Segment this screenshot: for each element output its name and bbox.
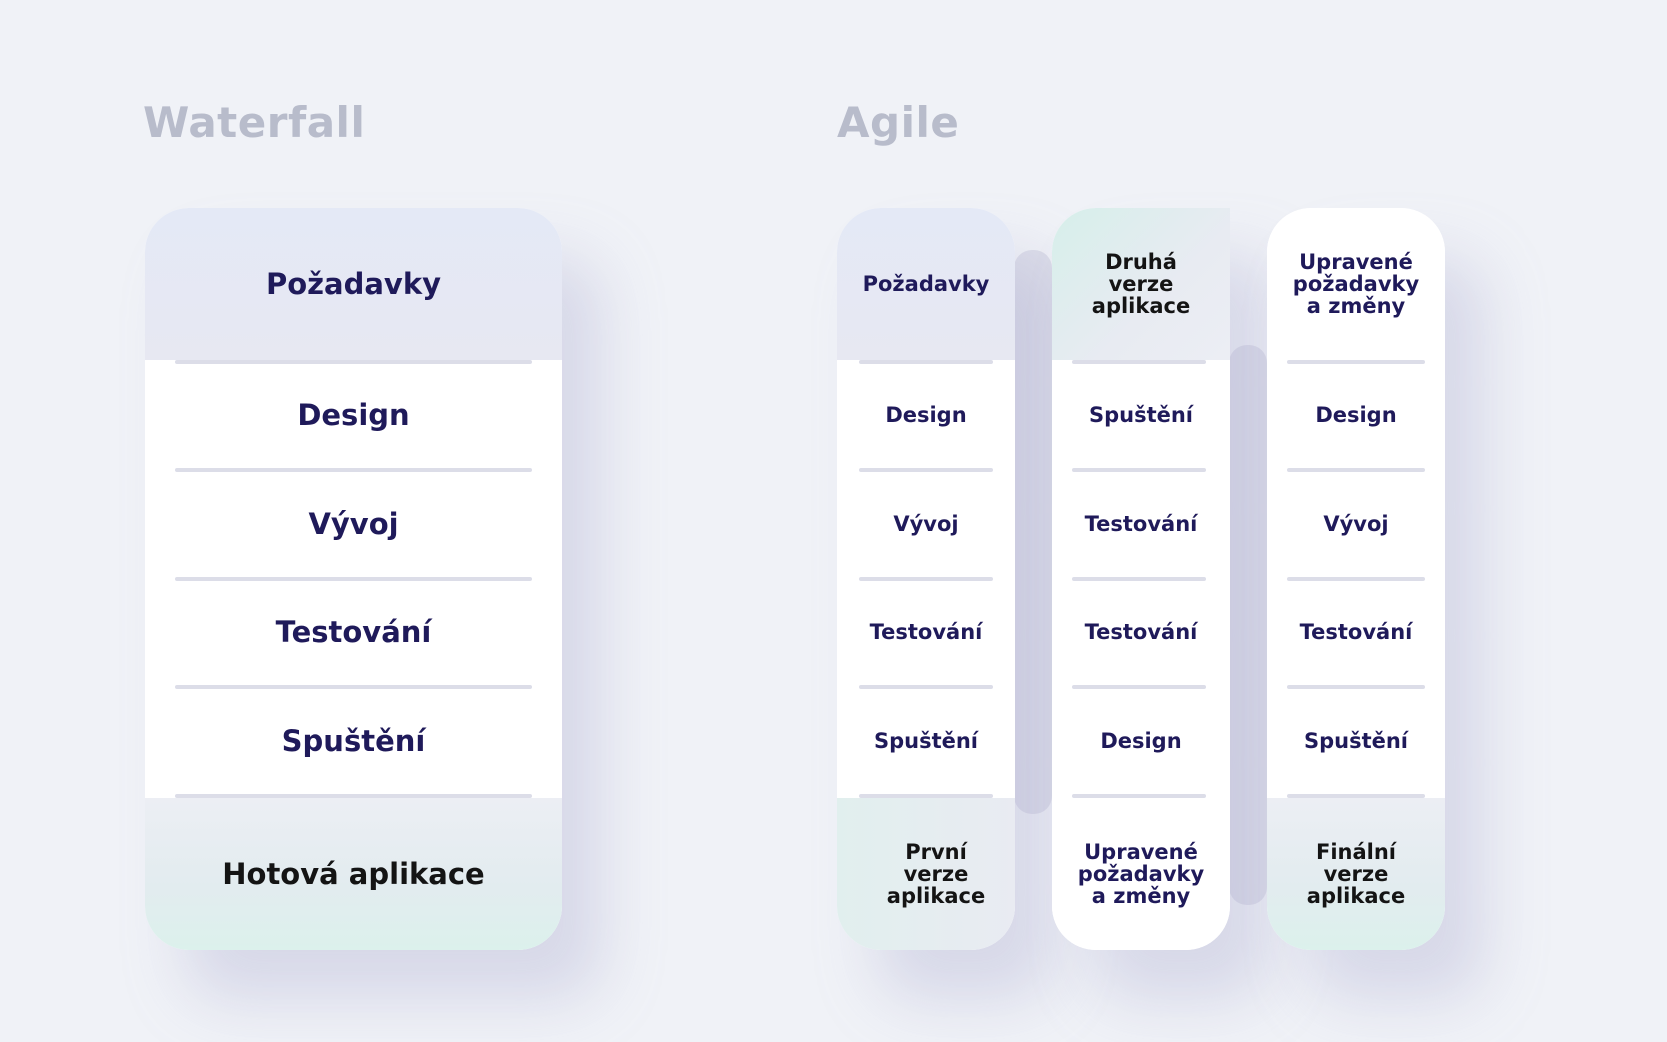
divider xyxy=(175,468,532,472)
waterfall-column: Požadavky Design Vývoj Testování Spuštěn… xyxy=(145,208,562,950)
agile-step: Spuštění xyxy=(1267,686,1445,796)
divider xyxy=(175,360,532,364)
agile-bottom-line: Upravené xyxy=(1084,839,1198,864)
waterfall-result: Hotová aplikace xyxy=(145,798,562,950)
agile-column-3: Upravené požadavky a změny Design Vývoj … xyxy=(1267,208,1445,950)
agile-step: Testování xyxy=(837,578,1015,686)
waterfall-step: Testování xyxy=(145,578,562,686)
agile-step-label: Testování xyxy=(1084,620,1198,644)
agile-step-label: Testování xyxy=(869,620,983,644)
waterfall-requirements-label: Požadavky xyxy=(265,267,442,301)
waterfall-step-label: Testování xyxy=(275,615,432,649)
agile-step: Testování xyxy=(1052,578,1230,686)
agile-step-label: Testování xyxy=(1299,620,1413,644)
agile-step-label: Spuštění xyxy=(873,729,979,753)
agile-connector xyxy=(1014,250,1052,814)
waterfall-step-label: Vývoj xyxy=(308,507,399,541)
divider xyxy=(859,577,993,581)
waterfall-step-label: Design xyxy=(297,398,410,432)
agile-bottom-text: Upravené požadavky a změny xyxy=(1078,841,1204,907)
agile-bottom-line: Finální xyxy=(1315,839,1396,864)
divider xyxy=(859,360,993,364)
divider xyxy=(1287,794,1425,798)
divider xyxy=(1072,468,1206,472)
agile-step: Design xyxy=(1267,360,1445,470)
agile-step: Design xyxy=(837,360,1015,470)
agile-bottom-line: aplikace xyxy=(886,884,986,909)
divider xyxy=(1287,360,1425,364)
waterfall-step: Vývoj xyxy=(145,470,562,578)
divider xyxy=(1072,360,1206,364)
agile-top-line: Druhá xyxy=(1105,249,1177,274)
agile-top-text: Upravené požadavky a změny xyxy=(1293,251,1419,317)
agile-step-label: Spuštění xyxy=(1088,403,1194,427)
divider xyxy=(859,685,993,689)
agile-bottom-cell: Upravené požadavky a změny xyxy=(1052,798,1230,950)
agile-step-label: Design xyxy=(885,403,967,427)
divider xyxy=(175,577,532,581)
agile-bottom-line: požadavky xyxy=(1077,861,1205,886)
divider xyxy=(1287,468,1425,472)
waterfall-step: Design xyxy=(145,360,562,470)
agile-top-line: a změny xyxy=(1306,294,1406,319)
waterfall-step: Spuštění xyxy=(145,686,562,796)
agile-connector xyxy=(1229,345,1267,905)
agile-top-label: Požadavky xyxy=(862,272,990,296)
agile-top-line: Upravené xyxy=(1299,249,1413,274)
agile-step: Testování xyxy=(1267,578,1445,686)
agile-top-line: požadavky xyxy=(1292,271,1420,296)
agile-bottom-cell: Finální verze aplikace xyxy=(1267,798,1445,950)
agile-bottom-text: Finální verze aplikace xyxy=(1307,841,1405,907)
agile-bottom-line: a změny xyxy=(1091,884,1191,909)
agile-step-label: Testování xyxy=(1084,512,1198,536)
agile-top-cell: Požadavky xyxy=(837,208,1015,360)
agile-top-text: Druhá verze aplikace xyxy=(1092,251,1190,317)
agile-column-2: Druhá verze aplikace Spuštění Testování … xyxy=(1052,208,1230,950)
waterfall-result-label: Hotová aplikace xyxy=(222,857,485,891)
agile-step: Vývoj xyxy=(1267,470,1445,578)
divider xyxy=(175,794,532,798)
agile-bottom-line: verze xyxy=(903,861,969,886)
agile-top-line: verze xyxy=(1108,271,1174,296)
agile-bottom-line: První xyxy=(905,839,967,864)
agile-step: Vývoj xyxy=(837,470,1015,578)
divider xyxy=(175,685,532,689)
agile-step: Spuštění xyxy=(1052,360,1230,470)
agile-step: Spuštění xyxy=(837,686,1015,796)
divider xyxy=(1287,577,1425,581)
waterfall-step-label: Spuštění xyxy=(281,724,426,758)
agile-step-label: Design xyxy=(1315,403,1397,427)
agile-bottom-line: verze xyxy=(1323,861,1389,886)
divider xyxy=(1072,794,1206,798)
agile-column-1: Požadavky Design Vývoj Testování Spuštěn… xyxy=(837,208,1015,950)
divider xyxy=(1072,685,1206,689)
agile-step-label: Vývoj xyxy=(1323,512,1389,536)
divider xyxy=(1072,577,1206,581)
agile-title: Agile xyxy=(837,98,960,147)
agile-top-cell: Druhá verze aplikace xyxy=(1052,208,1230,360)
agile-bottom-line: aplikace xyxy=(1306,884,1406,909)
divider xyxy=(859,468,993,472)
agile-bottom-text: První verze aplikace xyxy=(887,841,985,907)
agile-step: Design xyxy=(1052,686,1230,796)
agile-step: Testování xyxy=(1052,470,1230,578)
divider xyxy=(1287,685,1425,689)
waterfall-requirements: Požadavky xyxy=(145,208,562,360)
agile-step-label: Spuštění xyxy=(1303,729,1409,753)
agile-step-label: Vývoj xyxy=(893,512,959,536)
agile-bottom-cell: První verze aplikace xyxy=(837,798,1015,950)
divider xyxy=(859,794,993,798)
waterfall-title: Waterfall xyxy=(143,98,366,147)
agile-top-line: aplikace xyxy=(1091,294,1191,319)
agile-top-cell: Upravené požadavky a změny xyxy=(1267,208,1445,360)
agile-step-label: Design xyxy=(1100,729,1182,753)
